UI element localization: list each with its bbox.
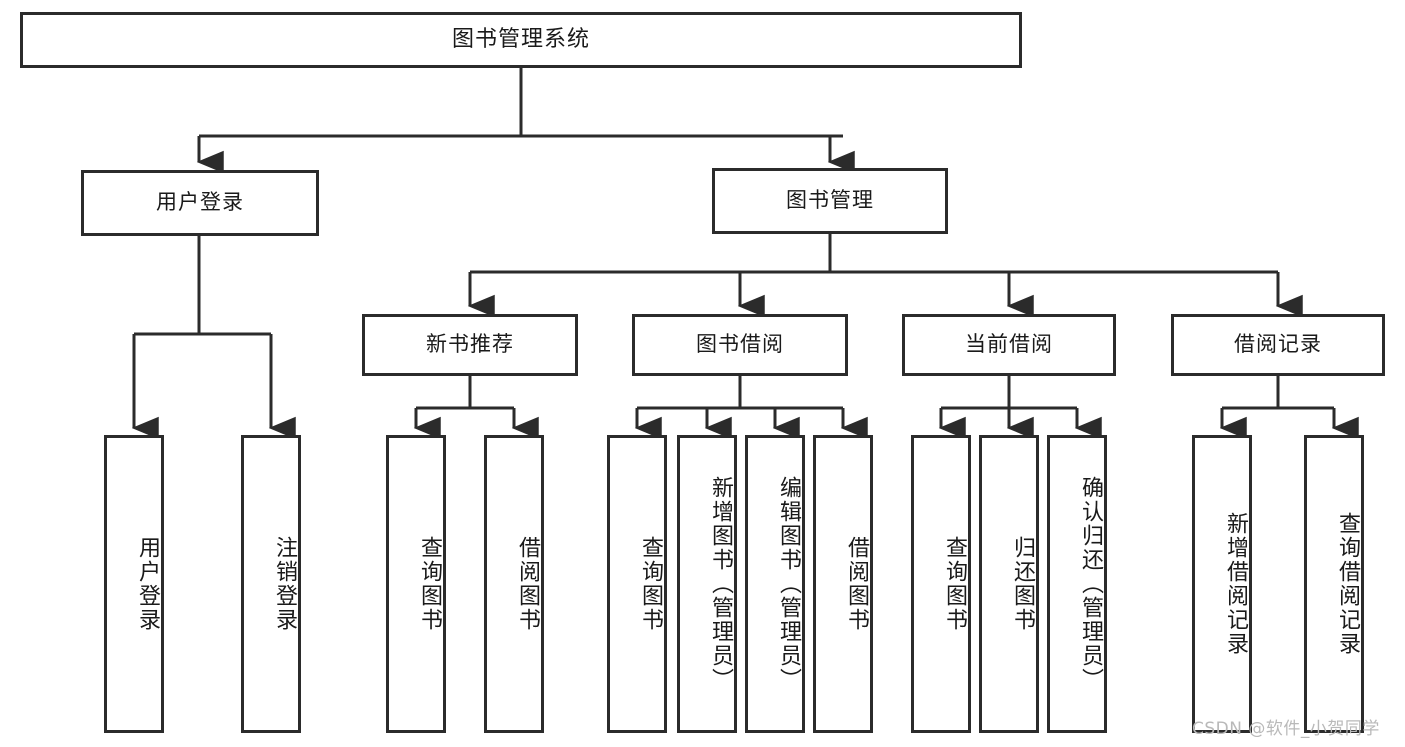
leaf-borrow-edit-book-label: 编辑图书（管理员） xyxy=(776,476,801,692)
leaf-record-add-label: 新增借阅记录 xyxy=(1223,512,1248,656)
node-user-login[interactable]: 用户登录 xyxy=(81,170,319,236)
leaf-borrow-add-book[interactable]: 新增图书（管理员） xyxy=(677,435,737,733)
leaf-record-query[interactable]: 查询借阅记录 xyxy=(1304,435,1364,733)
leaf-user-login-label: 用户登录 xyxy=(135,536,160,632)
leaf-new-book-borrow[interactable]: 借阅图书 xyxy=(484,435,544,733)
node-user-login-label: 用户登录 xyxy=(156,190,244,215)
leaf-borrow-query[interactable]: 查询图书 xyxy=(607,435,667,733)
leaf-current-return[interactable]: 归还图书 xyxy=(979,435,1039,733)
leaf-user-login[interactable]: 用户登录 xyxy=(104,435,164,733)
leaf-logout-label: 注销登录 xyxy=(272,536,297,632)
leaf-borrow-borrow-book[interactable]: 借阅图书 xyxy=(813,435,873,733)
leaf-new-book-query[interactable]: 查询图书 xyxy=(386,435,446,733)
leaf-borrow-add-book-label: 新增图书（管理员） xyxy=(708,476,733,692)
node-root-label: 图书管理系统 xyxy=(451,26,590,52)
leaf-current-query-label: 查询图书 xyxy=(942,536,967,632)
leaf-record-add[interactable]: 新增借阅记录 xyxy=(1192,435,1252,733)
node-current-borrow[interactable]: 当前借阅 xyxy=(902,314,1116,376)
leaf-new-book-query-label: 查询图书 xyxy=(417,536,442,632)
node-book-borrow[interactable]: 图书借阅 xyxy=(632,314,848,376)
node-borrow-records[interactable]: 借阅记录 xyxy=(1171,314,1385,376)
leaf-record-query-label: 查询借阅记录 xyxy=(1335,512,1360,656)
leaf-current-confirm-return-label: 确认归还（管理员） xyxy=(1078,476,1103,692)
leaf-current-return-label: 归还图书 xyxy=(1010,536,1035,632)
node-book-management-label: 图书管理 xyxy=(786,188,874,213)
node-root[interactable]: 图书管理系统 xyxy=(20,12,1022,68)
csdn-watermark: CSDN @软件_小贺同学 xyxy=(1192,719,1380,739)
node-book-management[interactable]: 图书管理 xyxy=(712,168,948,234)
node-book-borrow-label: 图书借阅 xyxy=(696,332,784,357)
leaf-borrow-edit-book[interactable]: 编辑图书（管理员） xyxy=(745,435,805,733)
leaf-new-book-borrow-label: 借阅图书 xyxy=(515,536,540,632)
leaf-current-confirm-return[interactable]: 确认归还（管理员） xyxy=(1047,435,1107,733)
leaf-borrow-borrow-book-label: 借阅图书 xyxy=(844,536,869,632)
node-current-borrow-label: 当前借阅 xyxy=(965,332,1053,357)
node-borrow-records-label: 借阅记录 xyxy=(1234,332,1322,357)
node-new-book-recommend[interactable]: 新书推荐 xyxy=(362,314,578,376)
node-new-book-recommend-label: 新书推荐 xyxy=(426,332,514,357)
leaf-borrow-query-label: 查询图书 xyxy=(638,536,663,632)
leaf-logout[interactable]: 注销登录 xyxy=(241,435,301,733)
leaf-current-query[interactable]: 查询图书 xyxy=(911,435,971,733)
